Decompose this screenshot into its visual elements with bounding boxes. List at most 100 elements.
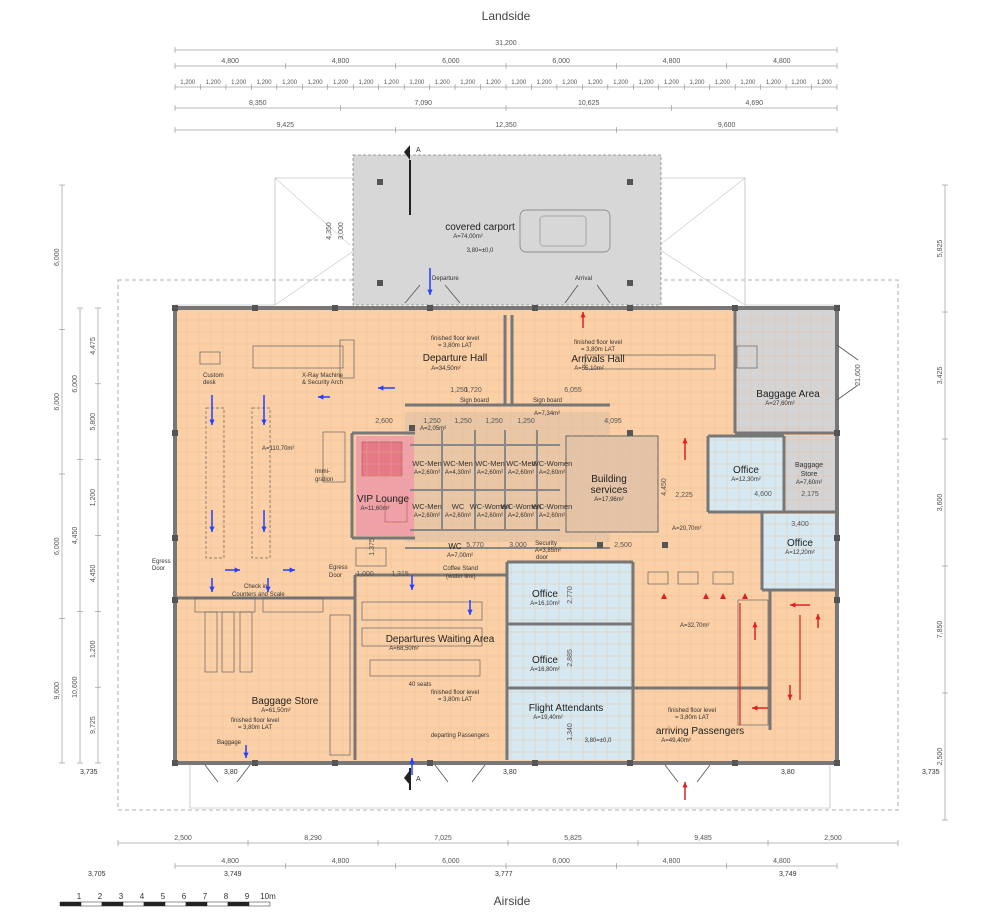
scale-bar-segment xyxy=(185,901,208,907)
right-dim-inner: 7,850 xyxy=(937,621,944,639)
scale-bar-segment xyxy=(227,901,250,907)
office-1-name: Office xyxy=(733,465,759,476)
baggage-store-small-name-1: Baggage xyxy=(795,462,823,469)
scale-bar-segment xyxy=(80,901,103,907)
office-3-floor xyxy=(507,562,633,624)
departure-flow-arrow xyxy=(409,758,415,775)
left-dim-inner: 1,200 xyxy=(90,489,97,507)
interior-dim: 3,000 xyxy=(509,542,527,549)
bottom-dim-row2: 4,800 xyxy=(663,858,681,865)
check-in-label-1: Check in xyxy=(244,584,267,590)
main-hall-area: A=110,70m² xyxy=(262,446,294,452)
scale-bar-segment xyxy=(59,901,82,907)
wc-cell-name: WC-Men xyxy=(412,459,442,468)
wc-cell-area: A=2,60m² xyxy=(414,513,440,519)
bottom-level-3: 3,749 xyxy=(779,871,797,878)
office-4-name: Office xyxy=(532,655,558,666)
right-dim-inner: 3,600 xyxy=(937,494,944,512)
departure-hall-name: Departure Hall xyxy=(423,353,487,364)
column xyxy=(732,305,738,311)
door-level-1: 3,80 xyxy=(224,769,238,776)
flight-attendants-level: 3,80=±0,0 xyxy=(585,738,612,744)
left-dim-mid: 6,000 xyxy=(72,375,79,393)
column xyxy=(627,305,633,311)
security-door-line-2: door xyxy=(536,555,548,561)
column xyxy=(834,597,840,603)
departures-waiting-name: Departures Waiting Area xyxy=(386,634,495,645)
top-dim-row3: 1,200 xyxy=(715,80,731,86)
wc-cell-name: WC-Men xyxy=(475,459,505,468)
office-2-name: Office xyxy=(787,538,813,549)
immigration-label-2: gration xyxy=(315,477,333,483)
door-level-3: 3,80 xyxy=(781,769,795,776)
scale-bar-segment xyxy=(122,901,145,907)
departure-flow-arrow xyxy=(409,575,415,590)
top-dim-row4: 4,690 xyxy=(745,100,763,107)
wc-area: A=7,34m² xyxy=(534,411,560,417)
check-in-label-2: Counters and Scale xyxy=(232,592,285,598)
top-dim-row3: 1,200 xyxy=(791,80,807,86)
interior-dim: 2,500 xyxy=(614,542,632,549)
bottom-dim-row1: 7,025 xyxy=(434,835,452,842)
column xyxy=(252,760,258,766)
wc-cell-area: A=2,60m² xyxy=(508,470,534,476)
wc-corridor-area: A=2,05m² xyxy=(420,426,446,432)
top-dim-row2: 6,000 xyxy=(552,58,570,65)
top-dim-row3: 1,200 xyxy=(231,80,247,86)
wc-cell-name: WC-Women xyxy=(532,502,573,511)
baggage-area-floor xyxy=(735,308,837,433)
interior-walls xyxy=(175,308,837,760)
column xyxy=(252,305,258,311)
doors xyxy=(204,284,859,783)
top-dim-row3: 1,200 xyxy=(740,80,756,86)
top-dim-row3: 1,200 xyxy=(486,80,502,86)
vip-lounge-area: A=11,60m² xyxy=(360,506,389,512)
custom-desk-1: Custom xyxy=(203,373,224,379)
departure-flow-arrow xyxy=(467,600,473,615)
interior-dim: 1,250 xyxy=(485,418,503,425)
scale-bar-label: 9 xyxy=(245,892,250,901)
right-dim-inner: 5,825 xyxy=(937,240,944,258)
bottom-dim-row1: 9,485 xyxy=(694,835,712,842)
arrivals-hall-level-1: finished floor level xyxy=(574,340,622,346)
departure-flow-arrow xyxy=(318,394,330,400)
baggage-area-name: Baggage Area xyxy=(756,389,820,400)
car-roof xyxy=(539,215,587,247)
arrival-marker xyxy=(720,593,726,599)
scale-bar-label: 5 xyxy=(161,892,166,901)
wc-main-name: WC xyxy=(448,542,462,551)
carport-level: 3,80=±0,0 xyxy=(467,248,494,254)
column xyxy=(627,760,633,766)
bottom-dim-row1: 8,290 xyxy=(304,835,322,842)
vip-lounge-name: VIP Lounge xyxy=(357,494,410,505)
roof-hip-line xyxy=(274,177,351,246)
column xyxy=(834,305,840,311)
wc-cell-name: WC-Women xyxy=(532,459,573,468)
departure-flow-arrow xyxy=(283,567,295,573)
baggage-store-name: Baggage Store xyxy=(252,696,319,707)
column xyxy=(597,542,603,548)
office-1-area: A=12,30m² xyxy=(731,477,761,483)
bottom-level-1: 3,705 xyxy=(88,871,106,878)
column xyxy=(834,535,840,541)
roof-outline-left xyxy=(175,178,276,306)
top-dim-row4: 7,090 xyxy=(414,100,432,107)
bottom-level-4: 3,749 xyxy=(224,871,242,878)
scale-bar-label: 3 xyxy=(119,892,124,901)
top-dim-row5: 12,350 xyxy=(495,122,517,129)
wc-cell-name: WC-Men xyxy=(412,502,442,511)
right-dim-inner: 3,425 xyxy=(937,367,944,385)
building-services-area: A=17,96m² xyxy=(594,497,624,503)
arriving-level-2: = 3,80m LAT xyxy=(675,715,709,721)
left-dim-outer: 6,000 xyxy=(54,393,61,411)
bottom-dim-row1: 2,500 xyxy=(824,835,842,842)
roof-outline-bottom xyxy=(189,760,831,809)
top-dim-row3: 1,200 xyxy=(817,80,833,86)
top-dim-row2: 6,000 xyxy=(442,58,460,65)
top-dim-row3: 1,200 xyxy=(409,80,425,86)
interior-dim: 4,600 xyxy=(754,491,772,498)
wc-cell-area: A=4,30m² xyxy=(445,470,471,476)
departures-waiting-level-1: finished floor level xyxy=(431,690,479,696)
bottom-dim-row2: 4,800 xyxy=(773,858,791,865)
departure-hall-level-1: finished floor level xyxy=(431,336,479,342)
